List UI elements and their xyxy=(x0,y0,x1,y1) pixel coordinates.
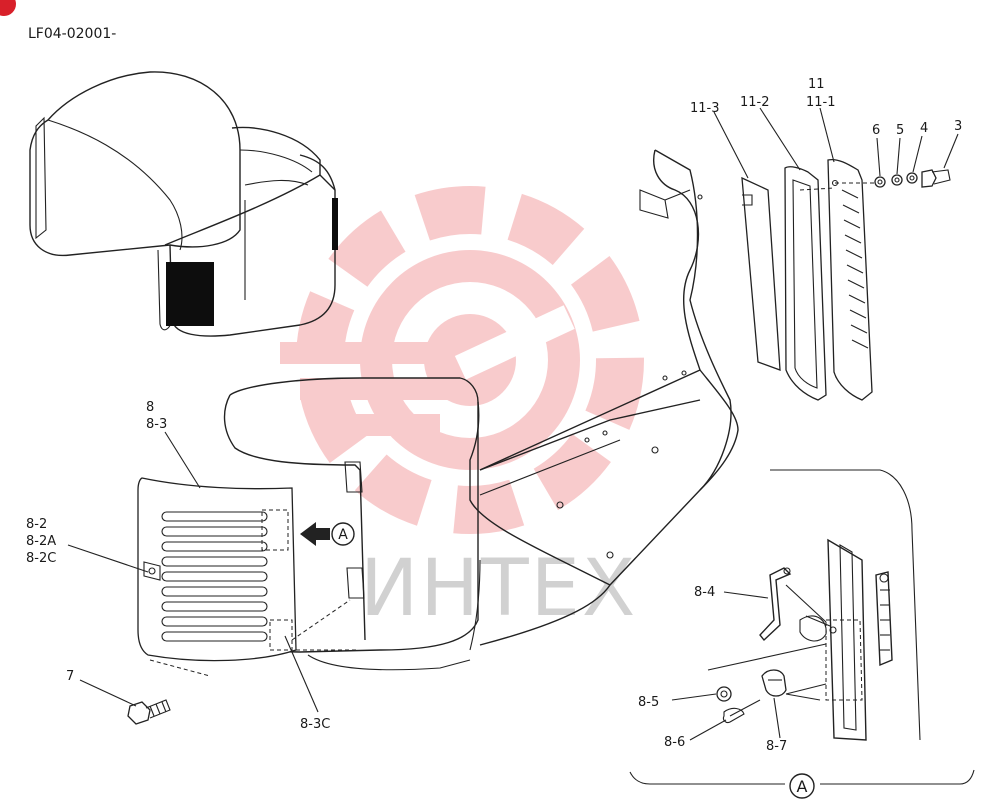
label-p8-3c: 8-3C xyxy=(300,717,330,732)
grille-11-assembly xyxy=(741,158,951,401)
label-p11-1: 11-1 xyxy=(806,95,836,110)
label-p8-3: 8-3 xyxy=(146,417,167,432)
label-p8-2c: 8-2C xyxy=(26,551,56,566)
label-p8-6: 8-6 xyxy=(664,735,685,750)
watermark-text: ИНТЕХ xyxy=(360,544,637,634)
bolt-7 xyxy=(127,699,171,725)
label-p6: 6 xyxy=(872,123,880,138)
label-p8-2: 8-2 xyxy=(26,517,47,532)
label-p8-4: 8-4 xyxy=(694,585,715,600)
label-p3: 3 xyxy=(954,119,962,134)
label-p8-7: 8-7 xyxy=(766,739,787,754)
detail-view-a: A xyxy=(629,469,975,799)
label-p11-3: 11-3 xyxy=(690,101,720,116)
watermark-logo xyxy=(280,186,644,534)
label-p11: 11 xyxy=(808,77,825,92)
label-p11-2: 11-2 xyxy=(740,95,770,110)
drawing-code: LF04-02001- xyxy=(28,26,116,42)
label-p7: 7 xyxy=(66,669,74,684)
corner-badge xyxy=(0,0,16,16)
label-p8: 8 xyxy=(146,400,154,415)
leader-lines xyxy=(67,107,959,741)
detail-marker-label: A xyxy=(797,777,808,796)
label-p5: 5 xyxy=(896,123,904,138)
view-marker-label: A xyxy=(338,527,348,543)
view-a-arrow: A xyxy=(300,522,355,546)
label-p8-2a: 8-2A xyxy=(26,534,56,549)
bonnet-overview xyxy=(29,71,338,337)
grille-highlight xyxy=(166,262,214,326)
side-grille-8 xyxy=(137,477,358,677)
label-p4: 4 xyxy=(920,121,928,136)
label-p8-5: 8-5 xyxy=(638,695,659,710)
